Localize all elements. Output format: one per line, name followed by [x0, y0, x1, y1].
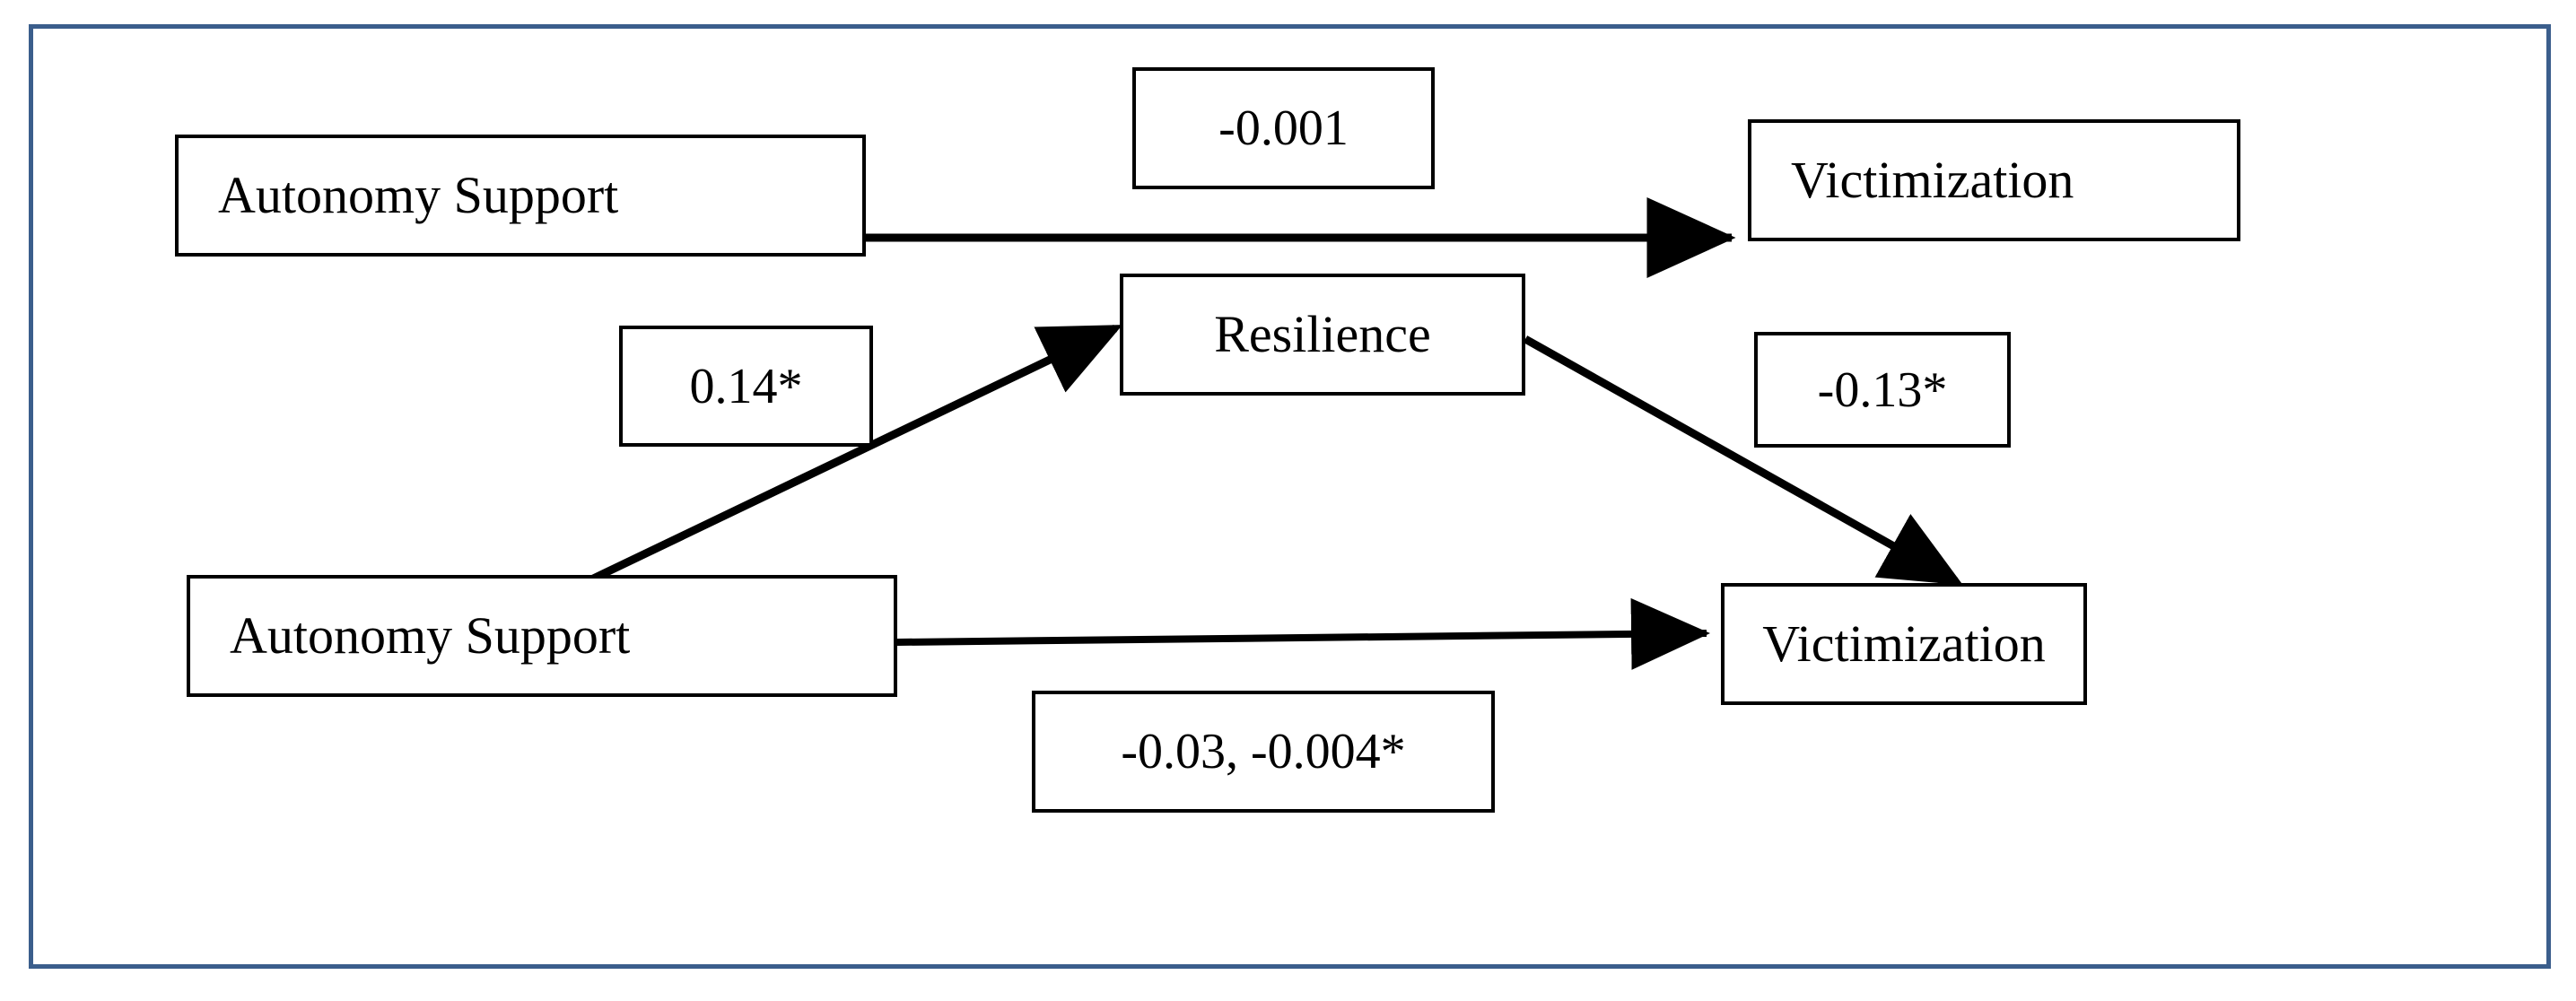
node-autonomy-support-top: Autonomy Support	[175, 135, 866, 257]
node-victimization-bottom: Victimization	[1721, 583, 2087, 705]
node-autonomy-support-bottom: Autonomy Support	[187, 575, 897, 697]
node-label-autonomy-support-top: Autonomy Support	[218, 166, 619, 224]
node-label-victimization-top: Victimization	[1791, 151, 2074, 209]
coefficient-label-a-path: 0.14*	[689, 358, 803, 414]
coefficient-box-indirect: -0.03, -0.004*	[1032, 691, 1495, 813]
coefficient-box-b-path: -0.13*	[1754, 332, 2011, 448]
coefficient-label-direct-top: -0.001	[1218, 100, 1349, 156]
node-resilience: Resilience	[1120, 274, 1525, 396]
coefficient-box-direct-top: -0.001	[1132, 67, 1435, 189]
coefficient-box-a-path: 0.14*	[619, 326, 873, 447]
arrow-autonomy-bottom-to-victimization-bottom	[896, 597, 1710, 670]
node-victimization-top: Victimization	[1748, 119, 2240, 241]
arrow-autonomy-bottom-to-resilience	[586, 324, 1123, 586]
coefficient-label-indirect: -0.03, -0.004*	[1121, 724, 1406, 779]
node-label-autonomy-support-bottom: Autonomy Support	[230, 606, 631, 665]
arrow-resilience-to-victimization-bottom	[1523, 335, 1963, 586]
coefficient-label-b-path: -0.13*	[1817, 361, 1948, 418]
node-label-resilience: Resilience	[1214, 305, 1431, 363]
node-label-victimization-bottom: Victimization	[1762, 614, 2046, 673]
